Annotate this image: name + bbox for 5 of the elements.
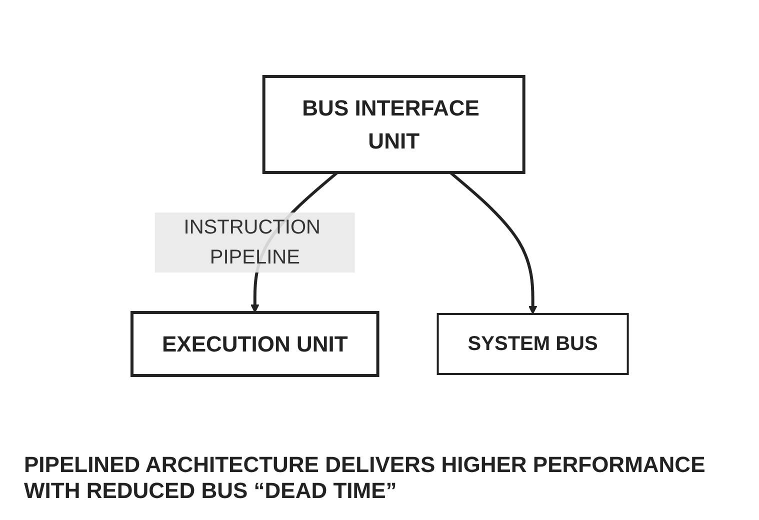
- edge-label: INSTRUCTION PIPELINE: [183, 216, 320, 268]
- node-box: SYSTEM BUS: [436, 313, 628, 375]
- node-box: BUS INTERFACE UNIT: [262, 75, 525, 174]
- node-box: EXECUTION UNIT: [130, 311, 379, 377]
- caption: PIPELINED ARCHITECTURE DELIVERS HIGHER PERFORMANCE WITH REDUCED BUS “DEAD TIME”: [24, 452, 706, 504]
